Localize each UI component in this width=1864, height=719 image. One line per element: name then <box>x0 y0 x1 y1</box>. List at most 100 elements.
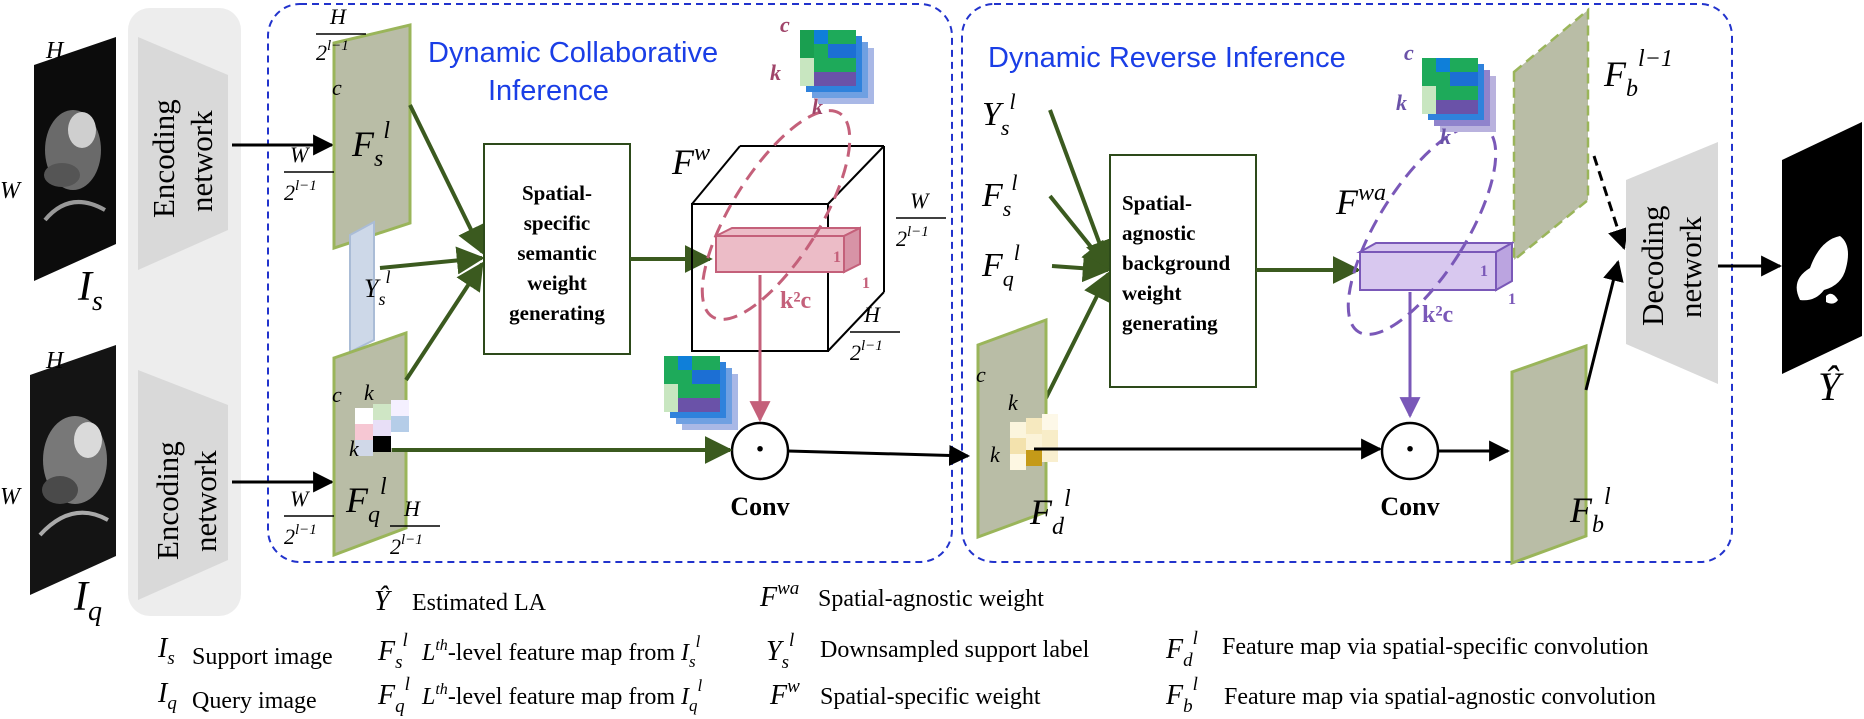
legend-fd-desc: Feature map via spatial-specific convolu… <box>1222 634 1649 660</box>
arrow-ys-to-semantic <box>379 246 485 275</box>
semantic-box-line5: generating <box>509 301 605 325</box>
query-image-label: Iq <box>73 574 102 627</box>
fd-kernel-grid <box>1010 414 1058 470</box>
feature-map-fs <box>332 23 412 251</box>
svg-text:W: W <box>290 486 310 511</box>
legend-fb-desc: Feature map via spatial-agnostic convolu… <box>1224 684 1656 710</box>
query-image <box>30 345 116 595</box>
legend-ys-desc: Downsampled support label <box>820 637 1090 663</box>
conv-left-label: Conv <box>730 492 789 521</box>
fq-kernel-grid <box>355 400 409 456</box>
fd-k-top: k <box>1008 390 1019 415</box>
arrow-fs-to-semantic <box>408 104 484 255</box>
output-yhat-label: Ŷ <box>1818 364 1844 409</box>
legend-is-desc: Support image <box>192 644 333 670</box>
support-image-w: W <box>0 178 22 204</box>
legend-fd-symbol: Fdl <box>1165 628 1198 671</box>
semantic-box-line3: semantic <box>517 241 596 265</box>
legend-fs-symbol: Fsl <box>377 630 408 673</box>
legend-yhat-desc: Estimated LA <box>412 590 547 616</box>
fb-previous-label: Fbl−1 <box>1603 46 1673 102</box>
fd-c: c <box>976 362 986 387</box>
encoding-network-bottom-line2: network <box>188 450 223 552</box>
semantic-weight-box <box>483 143 631 355</box>
fq-w-fraction: W 2l−1 <box>284 486 334 549</box>
fd-k-side: k <box>990 442 1001 467</box>
fs-c: c <box>332 75 342 100</box>
fw-stack-c: c <box>780 12 790 37</box>
semantic-box-line4: weight <box>527 271 587 295</box>
legend-fw-symbol: Fw <box>769 676 800 711</box>
arrow-fb-prev-to-decoder <box>1592 155 1629 250</box>
arrow-fq-to-semantic <box>404 261 484 382</box>
reverse-title: Dynamic Reverse Inference <box>988 42 1346 74</box>
fq-c: c <box>332 382 342 407</box>
collab-title-line1: Dynamic Collaborative <box>428 37 718 69</box>
conv-right-dot: · <box>1404 431 1415 468</box>
fwa-kernel-stack <box>1422 58 1496 132</box>
svg-text:2l−1: 2l−1 <box>896 224 929 251</box>
fd-label: Fdl <box>1029 486 1071 540</box>
support-image-h: H <box>45 38 65 64</box>
legend-fs-desc: Lth-level feature map from Isl <box>421 632 701 671</box>
decoding-network-line1: Decoding <box>1635 205 1670 326</box>
arrow-rev-fs-to-background <box>1048 194 1110 271</box>
svg-text:H: H <box>329 4 347 29</box>
conv-right-label: Conv <box>1380 492 1439 521</box>
svg-text:2l−1: 2l−1 <box>316 38 349 65</box>
support-image <box>34 37 116 281</box>
semantic-box-line2: specific <box>524 211 590 235</box>
fq-h-fraction: H 2l−1 <box>390 496 440 559</box>
ys-label: Ysl <box>364 267 391 309</box>
svg-text:H: H <box>403 496 421 521</box>
arrow-conv-to-fd <box>787 444 971 466</box>
legend-fq-symbol: Fql <box>377 674 410 717</box>
background-box-line2: agnostic <box>1122 221 1196 245</box>
legend-fb-symbol: Fbl <box>1165 674 1198 717</box>
fw-bar-one-b: 1 <box>862 275 870 292</box>
fs-label: Fsl <box>351 118 390 172</box>
fwa-bar-one-b: 1 <box>1508 291 1516 308</box>
query-image-h: H <box>45 348 65 374</box>
fwa-stack-c: c <box>1404 40 1414 65</box>
fwa-k2c: k²c <box>1422 302 1454 328</box>
arrow-fb-to-decoder <box>1584 259 1624 391</box>
collaborative-region-border <box>267 3 953 563</box>
feature-map-fb-previous <box>1512 7 1590 263</box>
fwa-weight-bar <box>1356 241 1516 292</box>
fwa-stack-k-side: k <box>1396 90 1407 115</box>
arrow-rev-fq-to-background <box>1051 254 1111 283</box>
fb-label: Fbl <box>1569 484 1611 538</box>
fwa-stack-k-bottom: k <box>1440 124 1451 149</box>
fs-h-fraction: H 2l−1 <box>316 4 366 65</box>
svg-text:2l−1: 2l−1 <box>390 532 423 559</box>
svg-text:2l−1: 2l−1 <box>284 522 317 549</box>
arrow-rev-ys-to-background <box>1048 109 1113 269</box>
reverse-fs-label: Fsl <box>981 170 1017 221</box>
decoding-network-shape <box>1626 142 1718 384</box>
arrow-fd-to-background <box>1044 271 1110 399</box>
collab-title-line2: Inference <box>488 75 609 107</box>
svg-text:2l−1: 2l−1 <box>850 338 883 365</box>
support-label-ys <box>349 220 375 354</box>
legend-ys-symbol: Ysl <box>766 630 794 673</box>
background-box-line5: generating <box>1122 311 1218 335</box>
legend-iq-desc: Query image <box>192 688 317 714</box>
fwa-bar-one-a: 1 <box>1480 263 1488 280</box>
fq-k-side: k <box>349 436 360 461</box>
query-image-w: W <box>0 484 22 510</box>
fq-k-top: k <box>364 380 375 405</box>
background-box-line3: background <box>1122 251 1230 275</box>
reverse-region-border <box>961 3 1733 563</box>
legend-fwa-symbol: Fwa <box>759 578 799 613</box>
reverse-fq-label: Fql <box>981 240 1020 291</box>
fw-weight-bar <box>715 226 861 274</box>
fw-dashed-ellipse <box>700 109 852 321</box>
semantic-box-line1: Spatial- <box>522 181 592 205</box>
svg-text:W: W <box>910 188 930 213</box>
encoding-network-bottom-shape <box>138 370 228 600</box>
conv-left-dot: · <box>754 431 765 468</box>
background-box-line4: weight <box>1122 281 1182 305</box>
legend-fwa-desc: Spatial-agnostic weight <box>818 586 1044 612</box>
